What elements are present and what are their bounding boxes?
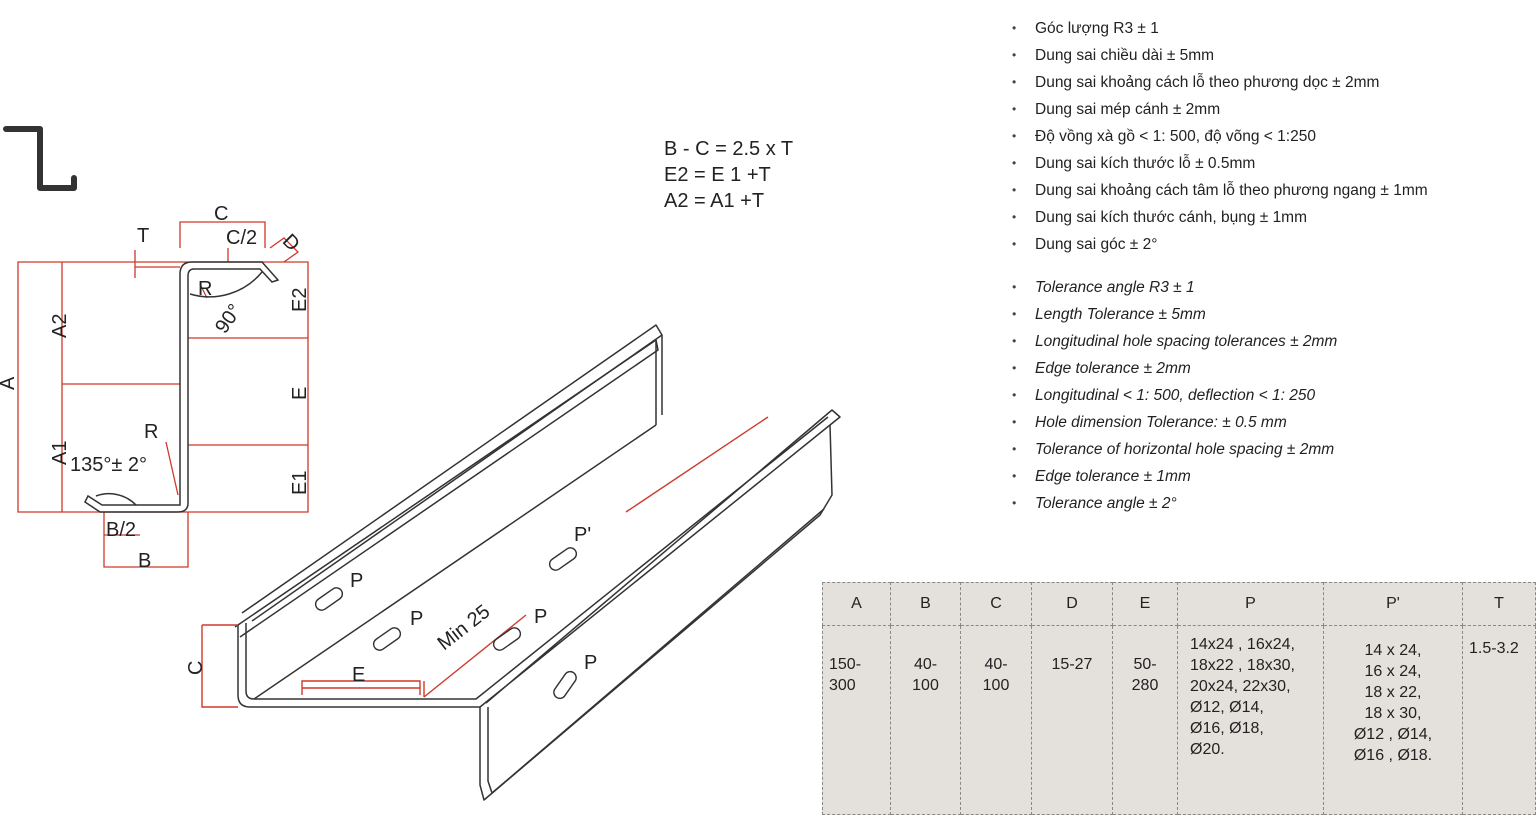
tolerance-list-english: Tolerance angle R3 ± 1 Length Tolerance … <box>1012 274 1337 517</box>
label-e-iso: E <box>352 664 365 686</box>
label-c: C <box>214 203 228 225</box>
table-cell-c: 40-100 <box>960 625 1032 815</box>
list-item: Độ vồng xà gồ < 1: 500, độ võng < 1:250 <box>1012 123 1428 150</box>
label-e2: E2 <box>289 288 311 312</box>
cell-line: Ø20. <box>1190 741 1225 758</box>
tolerance-list-vietnamese: Góc lượng R3 ± 1 Dung sai chiều dài ± 5m… <box>1012 15 1428 258</box>
table-row: 150-300 40-100 40-100 15-27 50-280 14x24… <box>822 625 1536 815</box>
cell-line: 150- <box>829 656 862 673</box>
label-min-25: Min 25 <box>434 601 495 655</box>
list-item: Edge tolerance ± 1mm <box>1012 463 1337 490</box>
list-item: Dung sai kích thước lỗ ± 0.5mm <box>1012 150 1428 177</box>
list-item: Dung sai khoảng cách lỗ theo phương dọc … <box>1012 69 1428 96</box>
list-item: Dung sai khoảng cách tâm lỗ theo phương … <box>1012 177 1428 204</box>
list-item: Dung sai góc ± 2° <box>1012 231 1428 258</box>
label-p-prime: P' <box>574 524 591 546</box>
label-r-top: R <box>198 278 212 300</box>
label-b-half: B/2 <box>106 519 136 541</box>
label-a1: A1 <box>49 441 71 465</box>
cell-line: 15-27 <box>1051 656 1093 673</box>
cell-line: 18 x 30, <box>1364 705 1422 722</box>
formula-a2: A2 = A1 +T <box>664 190 765 212</box>
label-d: D <box>278 230 304 256</box>
cell-line: Ø16, Ø18, <box>1190 720 1264 737</box>
table-header: T <box>1462 582 1536 626</box>
spec-table: A B C D E P P' T 150-300 40-100 40-100 1… <box>822 582 1536 815</box>
formula-b-c: B - C = 2.5 x T <box>664 138 794 160</box>
label-e1: E1 <box>289 471 311 495</box>
list-item: Longitudinal < 1: 500, deflection < 1: 2… <box>1012 382 1337 409</box>
cell-line: Ø16 , Ø18. <box>1353 747 1433 764</box>
label-a: A <box>0 376 19 390</box>
cell-line: 20x24, 22x30, <box>1190 678 1291 695</box>
label-r-bottom: R <box>144 421 158 443</box>
list-item: Dung sai chiều dài ± 5mm <box>1012 42 1428 69</box>
list-item: Length Tolerance ± 5mm <box>1012 301 1337 328</box>
cell-line: Ø12 , Ø14, <box>1353 726 1433 743</box>
cell-line: 14 x 24, <box>1364 642 1422 659</box>
list-item: Edge tolerance ± 2mm <box>1012 355 1337 382</box>
label-t: T <box>137 225 149 247</box>
label-angle-135: 135°± 2° <box>70 454 147 476</box>
table-header-row: A B C D E P P' T <box>822 582 1536 626</box>
list-item: Dung sai kích thước cánh, bụng ± 1mm <box>1012 204 1428 231</box>
cell-line: 18x22 , 18x30, <box>1190 657 1295 674</box>
table-header: P <box>1177 582 1324 626</box>
label-a2: A2 <box>49 314 71 338</box>
table-cell-d: 15-27 <box>1031 625 1113 815</box>
z-purlin-isometric-drawing: P P P P P' Min 25 E C <box>185 324 841 801</box>
cell-line: Ø12, Ø14, <box>1190 699 1264 716</box>
label-p-2: P <box>410 608 423 630</box>
label-p-4: P <box>584 652 597 674</box>
label-p-1: P <box>350 570 363 592</box>
table-header: E <box>1112 582 1178 626</box>
table-header: A <box>822 582 891 626</box>
list-item: Tolerance angle ± 2° <box>1012 490 1337 517</box>
formula-e2: E2 = E 1 +T <box>664 164 771 186</box>
list-item: Hole dimension Tolerance: ± 0.5 mm <box>1012 409 1337 436</box>
table-cell-a: 150- 300 <box>822 625 891 815</box>
label-p-3: P <box>534 606 547 628</box>
z-section-drawing: T C C/2 D R 90° A A2 A1 E2 E E1 R 135°± … <box>0 203 311 572</box>
cell-line: 40- <box>913 656 938 673</box>
list-item: Dung sai mép cánh ± 2mm <box>1012 96 1428 123</box>
label-c-half: C/2 <box>226 227 257 249</box>
cell-line: 16 x 24, <box>1364 663 1422 680</box>
table-cell-t: 1.5-3.2 <box>1462 625 1536 815</box>
label-b: B <box>138 550 151 572</box>
table-cell-b: 40-100 <box>890 625 961 815</box>
table-cell-p-prime: 14 x 24, 16 x 24, 18 x 22, 18 x 30, Ø12 , Ø1… <box>1323 625 1463 815</box>
cell-line: 40- <box>984 656 1008 673</box>
table-header: B <box>890 582 961 626</box>
list-item: Góc lượng R3 ± 1 <box>1012 15 1428 42</box>
cell-line: 280 <box>1131 677 1159 694</box>
cell-line: 100 <box>912 677 939 694</box>
label-c-iso: C <box>185 661 207 675</box>
cell-line: 50- <box>1133 656 1157 673</box>
list-item: Tolerance angle R3 ± 1 <box>1012 274 1337 301</box>
z-profile-icon <box>3 126 77 191</box>
cell-line: 18 x 22, <box>1364 684 1422 701</box>
table-header: C <box>960 582 1032 626</box>
table-header: D <box>1031 582 1113 626</box>
cell-line: 100 <box>982 677 1010 694</box>
label-e: E <box>289 387 311 400</box>
table-cell-p: 14x24 , 16x24, 18x22 , 18x30, 20x24, 22x30… <box>1177 625 1324 815</box>
table-cell-e: 50-280 <box>1112 625 1178 815</box>
cell-line: 1.5-3.2 <box>1469 640 1519 657</box>
cell-line: 300 <box>829 677 856 694</box>
formula-block: B - C = 2.5 x T E2 = E 1 +T A2 = A1 +T <box>664 136 793 214</box>
list-item: Longitudinal hole spacing tolerances ± 2… <box>1012 328 1337 355</box>
list-item: Tolerance of horizontal hole spacing ± 2… <box>1012 436 1337 463</box>
table-header: P' <box>1323 582 1463 626</box>
cell-line: 14x24 , 16x24, <box>1190 636 1295 653</box>
